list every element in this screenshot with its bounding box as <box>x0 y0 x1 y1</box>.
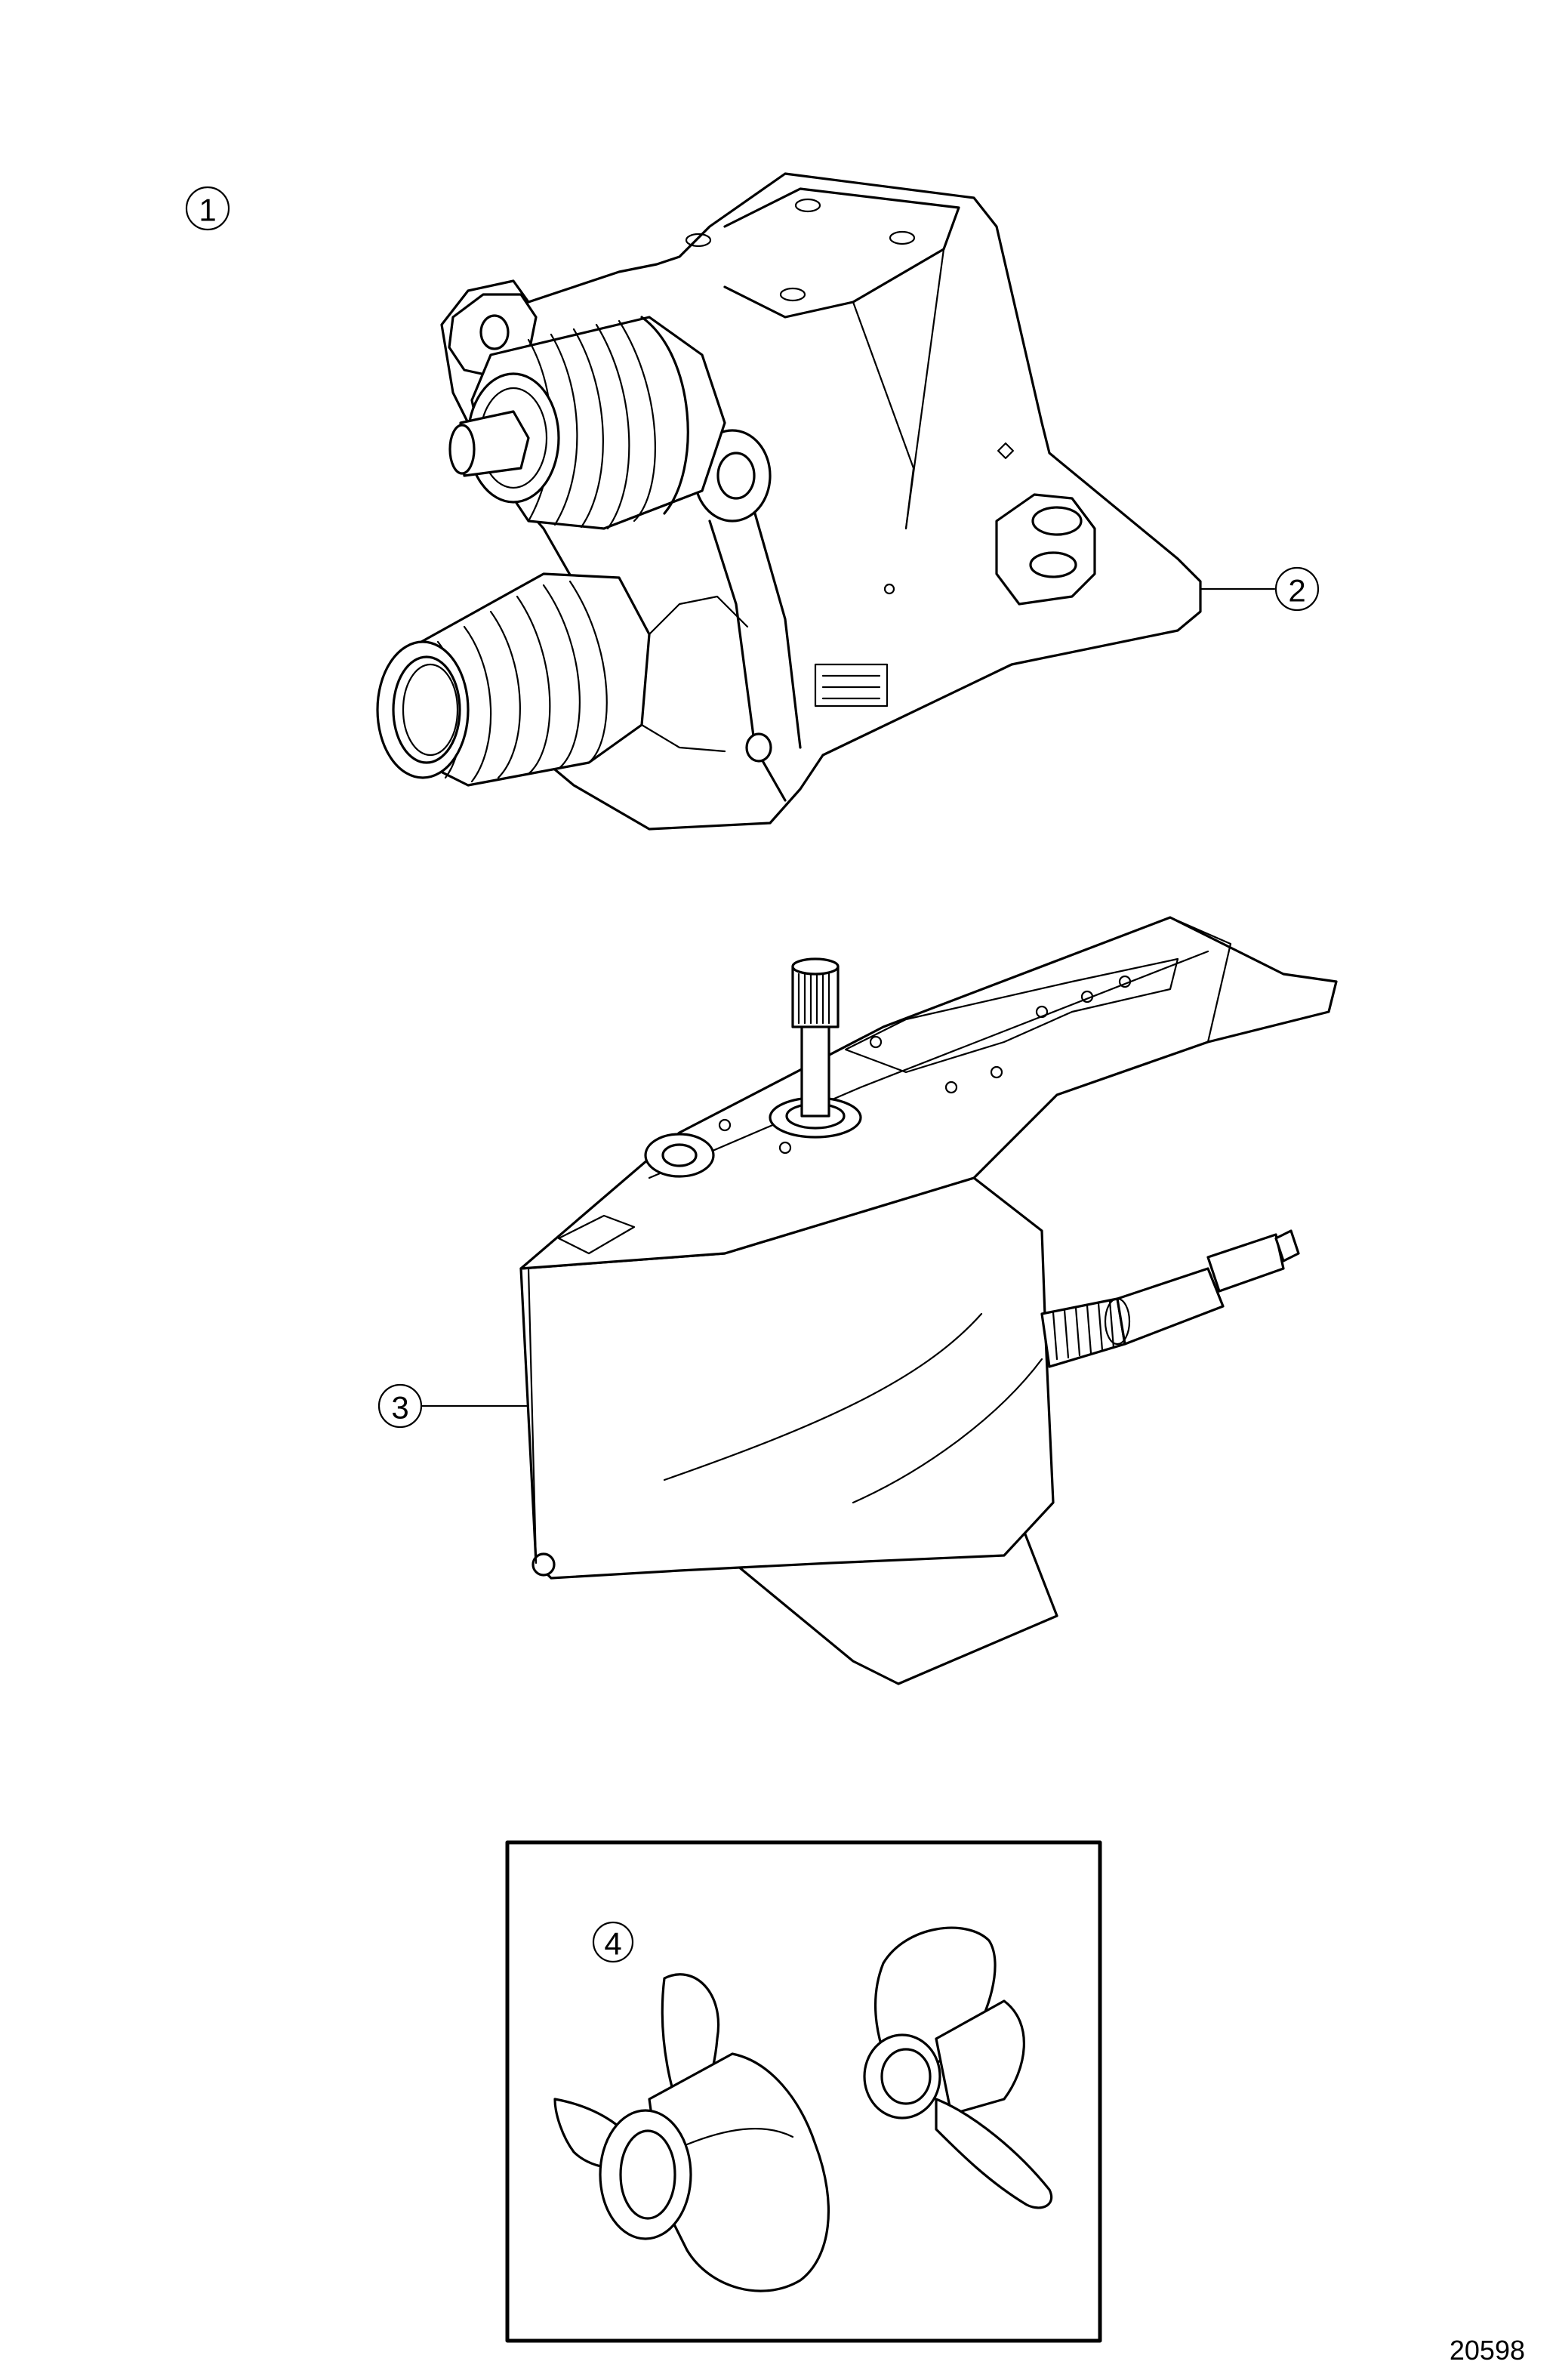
propeller-box: 4 <box>505 1840 1102 2343</box>
callout-3-label: 3 <box>391 1390 408 1426</box>
drive-shaft <box>769 957 862 1139</box>
callout-3: 3 <box>377 1383 530 1429</box>
upper-bellows <box>448 316 726 530</box>
figure-number: 20598 <box>1449 2335 1525 2366</box>
propeller-front <box>553 1973 830 2292</box>
upper-gear-unit <box>376 172 1202 831</box>
callout-1-label: 1 <box>199 193 216 228</box>
callout-4: 4 <box>592 1921 634 1963</box>
callout-1: 1 <box>185 186 230 231</box>
propeller-shaft <box>1040 1229 1300 1368</box>
lower-bellows <box>376 572 651 787</box>
propeller-rear <box>863 1926 1053 2209</box>
lower-gear-unit <box>519 916 1338 1685</box>
callout-2-label: 2 <box>1288 573 1305 609</box>
callout-4-label: 4 <box>604 1926 621 1962</box>
callout-2: 2 <box>1199 566 1320 612</box>
